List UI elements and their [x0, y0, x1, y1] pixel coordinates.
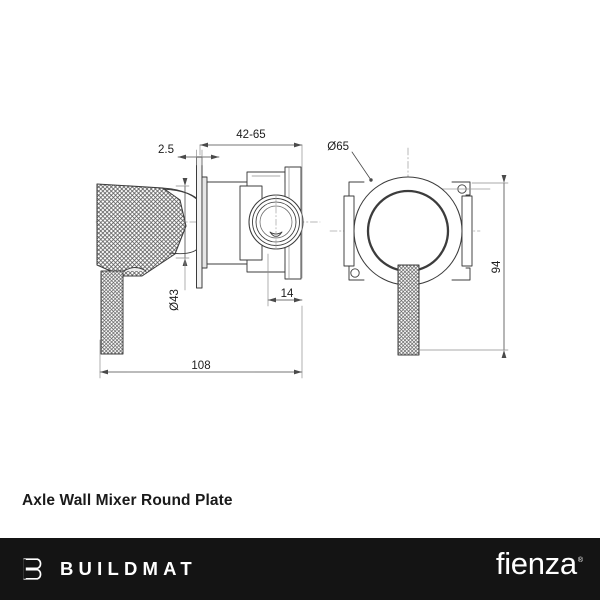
dim-label-14: 14 — [281, 288, 294, 300]
dim-label-dia-65: Ø65 — [327, 141, 349, 153]
front-inner-ring — [366, 189, 450, 273]
fienza-registered-mark: ® — [577, 557, 583, 564]
page-title: Axle Wall Mixer Round Plate — [22, 492, 233, 509]
front-handle-knurled — [397, 264, 420, 356]
front-mounting-bracket — [343, 181, 491, 281]
dim-label-108: 108 — [191, 360, 210, 372]
buildmat-logo[interactable]: BUILDMAT — [22, 538, 197, 600]
dim-94 — [418, 175, 509, 358]
dim-dia-43 — [175, 178, 190, 291]
side-handle-fillet — [123, 267, 147, 272]
side-handle-knurled-head — [96, 183, 187, 277]
fienza-wordmark: fienza — [495, 546, 577, 581]
dim-label-dia-43: Ø43 — [169, 289, 181, 311]
dimension-annotations — [99, 142, 509, 379]
side-cartridge-body — [206, 171, 286, 273]
drawing-canvas: 42-65 2.5 Ø43 14 108 Ø65 94 — [95, 129, 509, 379]
technical-drawing: 42-65 2.5 Ø43 14 108 Ø65 94 — [95, 129, 509, 379]
dim-2-5 — [177, 149, 220, 166]
buildmat-b-mark-icon — [23, 558, 42, 580]
buildmat-wordmark: BUILDMAT — [60, 557, 197, 579]
front-elevation-view — [329, 147, 491, 356]
dim-108 — [99, 305, 303, 379]
side-elevation-view — [95, 156, 321, 355]
mount-hole-bottom-left — [350, 268, 360, 278]
dim-14 — [267, 253, 303, 307]
dim-dia-65 — [351, 151, 373, 182]
fienza-logo[interactable]: fienza ® — [495, 538, 583, 600]
side-handle-stem — [100, 270, 124, 355]
dim-label-42-65: 42-65 — [236, 129, 265, 141]
dim-42-65 — [199, 142, 303, 279]
dim-label-94: 94 — [491, 260, 503, 273]
dimension-labels: 42-65 2.5 Ø43 14 108 Ø65 94 — [158, 129, 503, 372]
footer-bar: BUILDMAT fienza ® — [0, 538, 600, 600]
side-valve-rings — [248, 194, 304, 250]
dim-label-2-5: 2.5 — [158, 144, 174, 156]
side-wall-plate — [196, 156, 208, 289]
